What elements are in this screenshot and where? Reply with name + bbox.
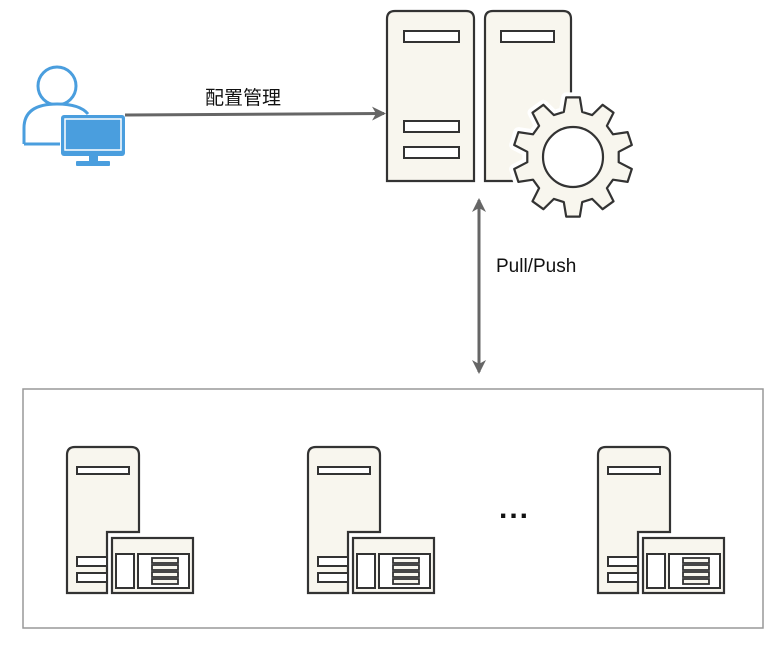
client-server-icon [65,445,195,595]
user-icon [22,65,90,146]
config-arrow [124,106,386,121]
client-server-icon [596,445,726,595]
gear-icon [509,92,637,222]
config-label: 配置管理 [205,88,282,109]
managed-nodes-group [22,388,764,629]
ellipsis: ... [499,492,531,525]
client-server-icon [306,445,436,595]
monitor-icon [61,115,125,166]
pull-push-label: Pull/Push [496,256,577,277]
